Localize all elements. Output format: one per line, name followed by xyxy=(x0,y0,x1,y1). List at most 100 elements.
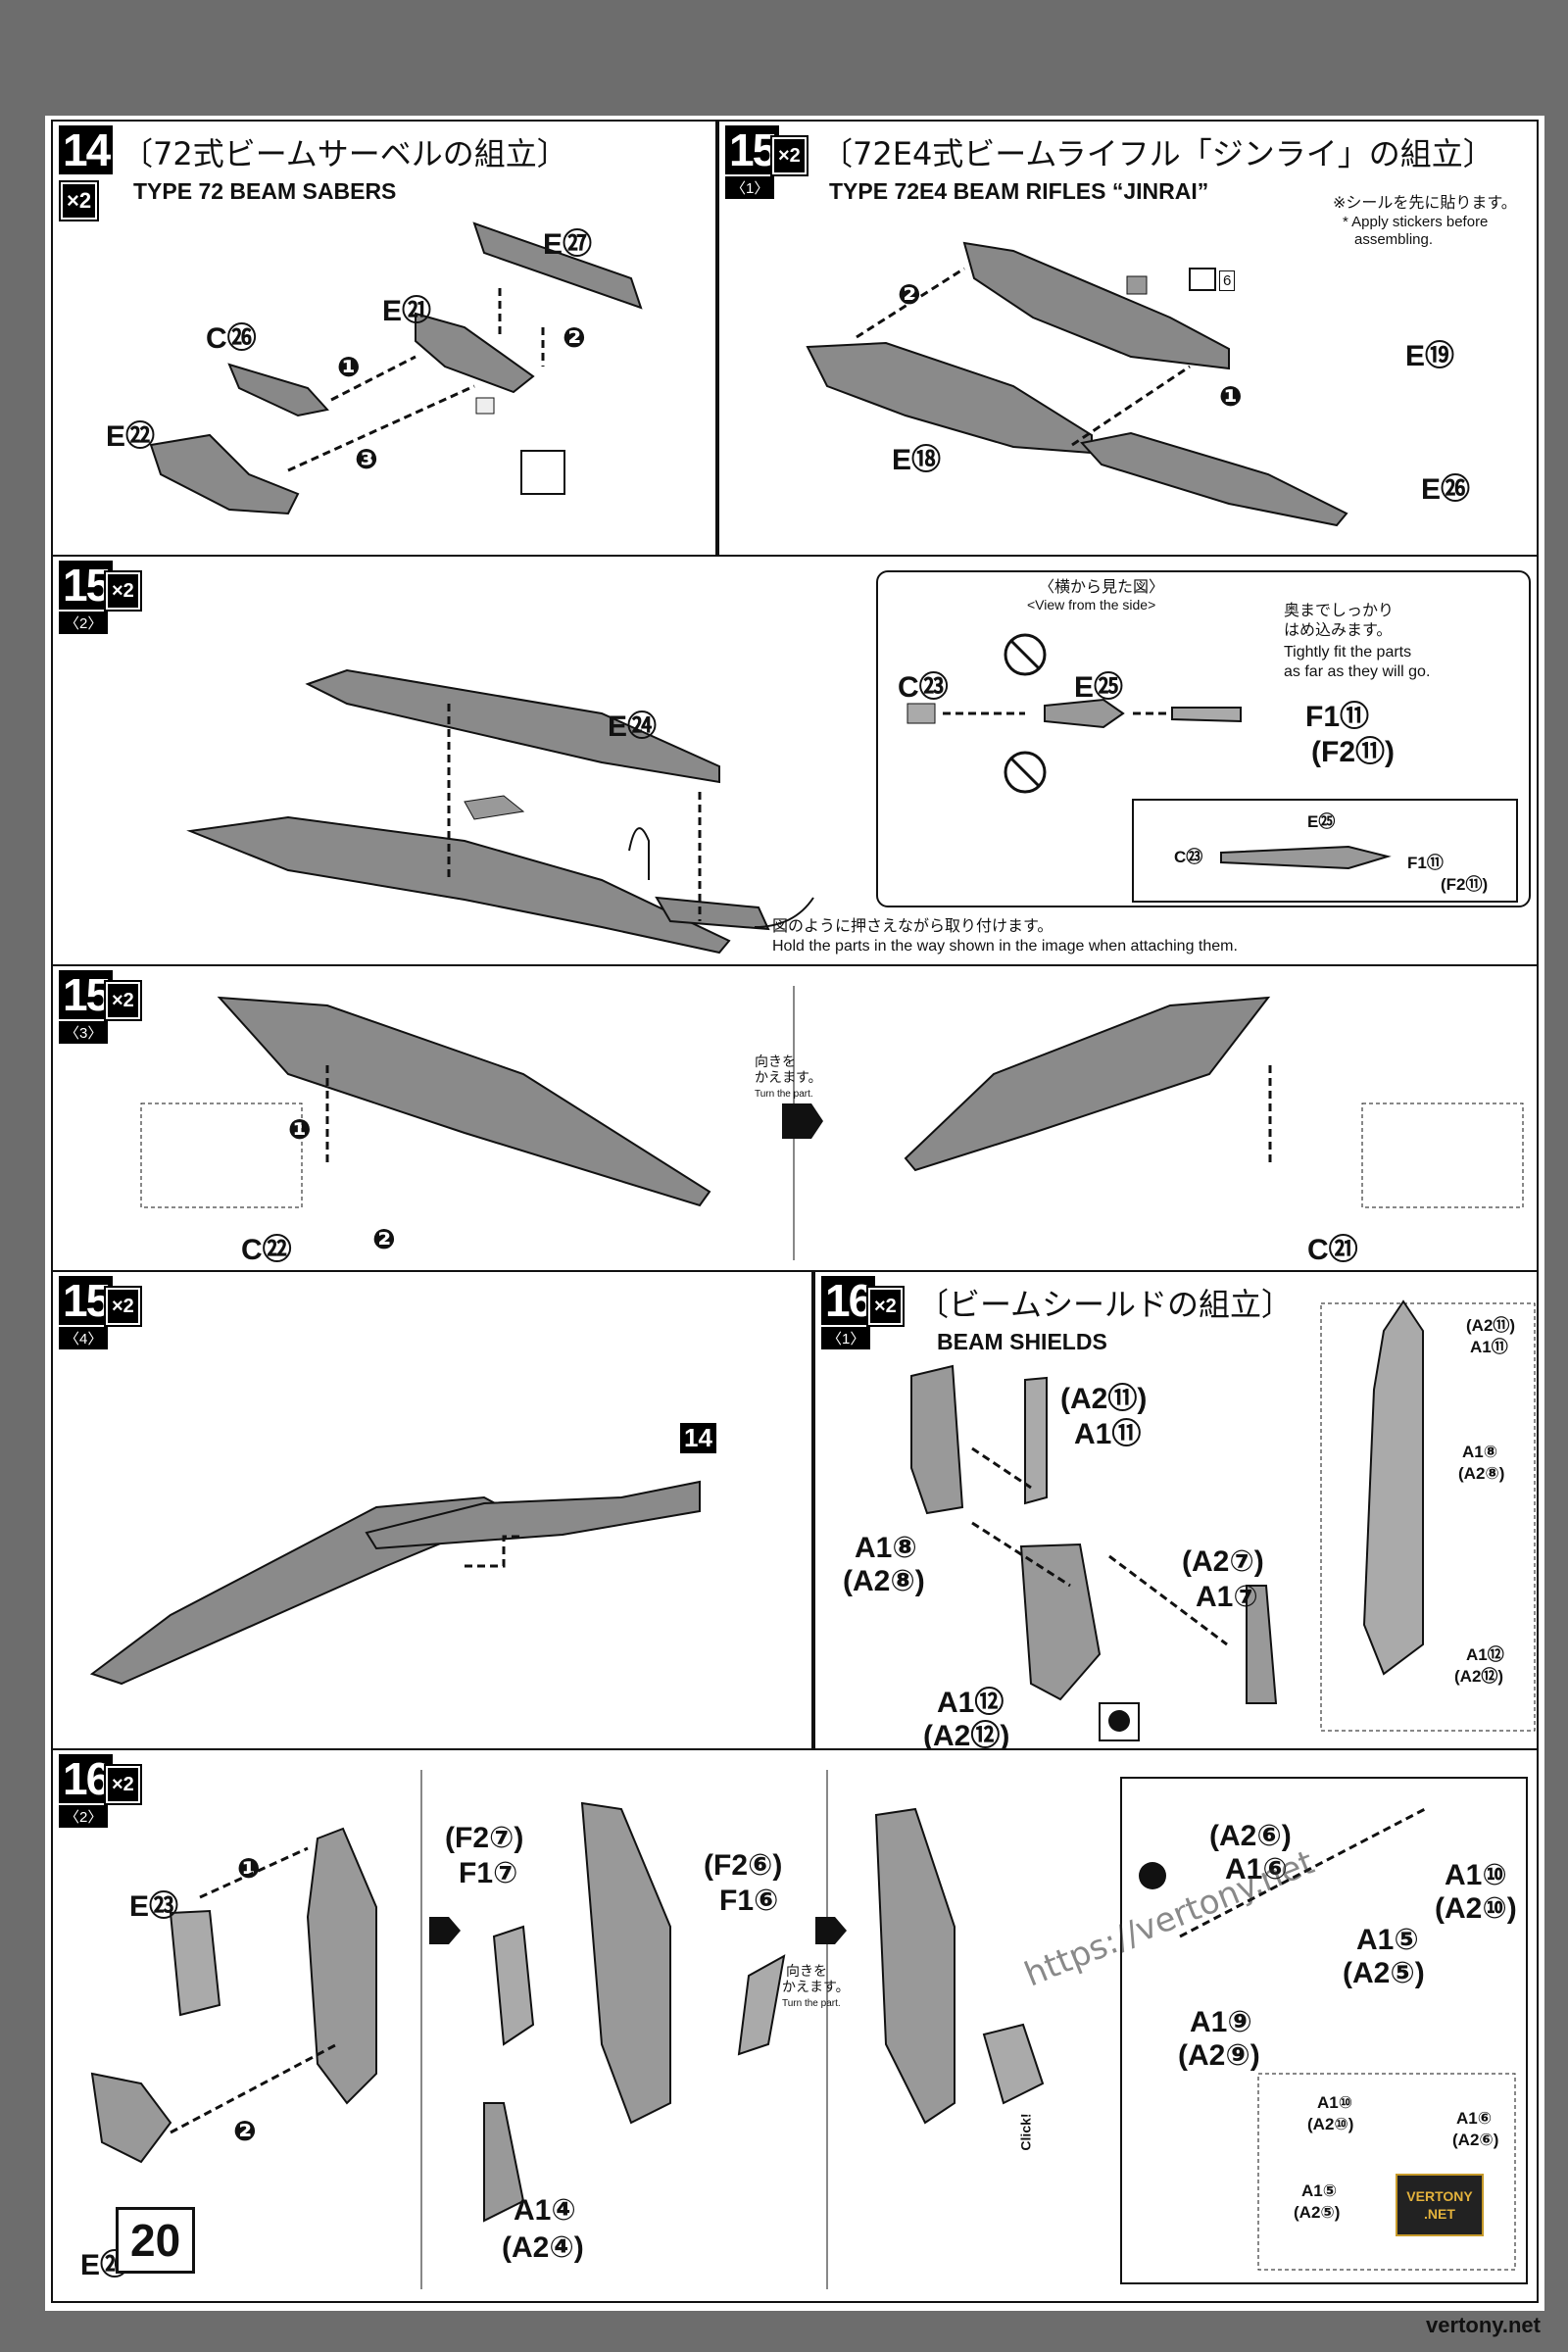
part-label: (F2⑥) xyxy=(704,1849,783,1882)
order-marker: ❸ xyxy=(355,444,378,474)
fit-note-en: Tightly fit the parts xyxy=(1284,644,1412,661)
step-15-3-panel: 15 〈3〉 ×2 向きを かえます。 Turn the part. C㉒ C㉑… xyxy=(51,964,1539,1272)
part-label: F1⑪ xyxy=(1407,854,1444,872)
part-label: E㉒ xyxy=(106,420,156,453)
part-label: E㉑ xyxy=(382,295,432,327)
step-15-4-panel: 15 〈4〉 ×2 14 xyxy=(51,1270,813,1750)
quantity-badge: ×2 xyxy=(104,1764,142,1805)
part-label: (A2⑦) xyxy=(1182,1545,1264,1578)
part-label: (A2⑪) xyxy=(1060,1383,1148,1415)
part-label: (A2⑫) xyxy=(923,1720,1010,1750)
sticker-note-en: * Apply stickers before xyxy=(1343,214,1489,230)
part-label: E㉕ xyxy=(1307,812,1336,831)
shield-assembly-diagram xyxy=(910,1299,1536,1741)
step-number: 16 xyxy=(59,1754,114,1803)
part-label: A1⑫ xyxy=(937,1687,1004,1719)
substep-number: 〈4〉 xyxy=(59,1327,109,1349)
rifle-attach-diagram xyxy=(186,668,814,955)
step-number: 16 xyxy=(821,1276,876,1325)
substep-number: 〈2〉 xyxy=(59,1805,109,1828)
hold-note-jp: 図のように押さえながら取り付けます。 xyxy=(772,918,1054,935)
part-label: (F2⑪) xyxy=(1441,875,1489,894)
order-marker: ❶ xyxy=(1219,381,1243,412)
quantity-badge: ×2 xyxy=(866,1286,905,1327)
part-label: F1⑦ xyxy=(459,1857,518,1889)
sticker-note-en: assembling. xyxy=(1354,231,1434,248)
part-label: (F2⑦) xyxy=(445,1822,524,1854)
step-14-panel: 14 ×2 〔72式ビームサーベルの組立〕 TYPE 72 BEAM SABER… xyxy=(51,120,717,557)
part-label: F1⑥ xyxy=(719,1885,779,1917)
turn-note-jp: かえます。 xyxy=(782,1979,850,1994)
part-label: (A2⑧) xyxy=(1458,1464,1505,1483)
step-number: 15 xyxy=(725,125,780,174)
rifle-rotate-diagram xyxy=(140,986,1524,1260)
quantity-badge: ×2 xyxy=(104,1286,142,1327)
part-label: (A2⑧) xyxy=(843,1565,925,1597)
substep-number: 〈1〉 xyxy=(725,176,775,199)
site-footer: vertony.net xyxy=(1426,2313,1541,2337)
substep-number: 〈1〉 xyxy=(821,1327,871,1349)
quantity-badge: ×2 xyxy=(104,980,142,1021)
part-label: A1④ xyxy=(514,2194,576,2227)
step-number: 14 xyxy=(59,125,114,174)
substep-number: 〈3〉 xyxy=(59,1021,109,1044)
part-label: A1⑤ xyxy=(1301,2181,1338,2200)
turn-note-en: Turn the part. xyxy=(755,1089,813,1100)
step-title-en: TYPE 72 BEAM SABERS xyxy=(133,178,397,204)
saber-mount-diagram xyxy=(89,1480,701,1686)
part-label: A1⑤ xyxy=(1356,1924,1419,1956)
side-view-inset: 〈横から見た図〉 <View from the side> 奥までしっかり はめ… xyxy=(876,570,1531,907)
instruction-page: 14 ×2 〔72式ビームサーベルの組立〕 TYPE 72 BEAM SABER… xyxy=(45,116,1544,2311)
part-label: (A2⑥) xyxy=(1209,1820,1292,1852)
part-label: C㉓ xyxy=(898,671,949,704)
part-label: A1⑧ xyxy=(855,1532,917,1564)
step-number: 15 xyxy=(59,970,114,1019)
part-label: A1⑩ xyxy=(1317,2093,1353,2112)
step-title-jp: 〔72式ビームサーベルの組立〕 xyxy=(122,135,568,172)
part-label: (A2⑪) xyxy=(1466,1316,1516,1335)
step-15-2-panel: 15 〈2〉 ×2 E㉔ 〈横から見た図〉 <View from the sid… xyxy=(51,555,1539,966)
part-label: (A2⑨) xyxy=(1178,2039,1260,2072)
step-number: 15 xyxy=(59,1276,114,1325)
part-label: A1⑦ xyxy=(1196,1581,1258,1613)
part-label: E㉔ xyxy=(608,710,658,743)
step-title-en: TYPE 72E4 BEAM RIFLES “JINRAI” xyxy=(829,178,1209,204)
order-marker: ❷ xyxy=(563,322,586,353)
step-number: 15 xyxy=(59,561,114,610)
part-label: A1⑫ xyxy=(1466,1645,1504,1664)
part-label: E㉓ xyxy=(129,1890,179,1923)
part-label: C㉒ xyxy=(241,1234,292,1266)
part-label: F1⑪ xyxy=(1305,701,1370,733)
side-view-title-jp: 〈横から見た図〉 xyxy=(1039,579,1165,596)
part-label: A1⑧ xyxy=(1462,1443,1498,1461)
fit-note-jp: 奥までしっかり xyxy=(1284,603,1395,619)
part-label: A1⑥ xyxy=(1456,2109,1493,2128)
order-marker: ❶ xyxy=(237,1853,261,1884)
quantity-badge: ×2 xyxy=(58,180,100,221)
fit-note-en: as far as they will go. xyxy=(1284,663,1431,680)
order-marker: ❶ xyxy=(337,352,361,382)
fit-note-jp: はめ込みます。 xyxy=(1284,622,1393,639)
saber-assembly-diagram xyxy=(149,221,643,515)
hold-note-en: Hold the parts in the way shown in the i… xyxy=(772,938,1238,955)
order-marker: ❷ xyxy=(372,1224,396,1254)
step-title-jp: 〔72E4式ビームライフル「ジンライ」の組立〕 xyxy=(821,135,1494,172)
turn-note-jp: かえます。 xyxy=(755,1069,822,1085)
step-title-en: BEAM SHIELDS xyxy=(937,1329,1107,1354)
part-label: (A2⑥) xyxy=(1452,2131,1499,2149)
side-view-title-en: <View from the side> xyxy=(1027,597,1156,612)
part-label: C㉖ xyxy=(206,322,257,355)
part-label: E⑲ xyxy=(1405,340,1455,372)
part-label: A1⑨ xyxy=(1190,2006,1252,2038)
part-label: A1⑪ xyxy=(1470,1338,1508,1356)
order-marker: ❶ xyxy=(288,1114,312,1145)
shield-final-diagram xyxy=(90,1770,1528,2289)
step-16-2-panel: 16 〈2〉 ×2 E㉓ E⑳ ❶ ❷ (F2⑦) xyxy=(51,1748,1539,2303)
click-note: Click! xyxy=(1017,2113,1034,2151)
part-label: (A2⑩) xyxy=(1435,1892,1517,1925)
part-label: E㉗ xyxy=(543,228,593,261)
rifle-assembly-diagram xyxy=(806,241,1348,527)
sticker-number: 6 xyxy=(1219,270,1236,291)
part-label: E㉕ xyxy=(1074,671,1124,704)
part-label: E⑱ xyxy=(892,444,942,476)
